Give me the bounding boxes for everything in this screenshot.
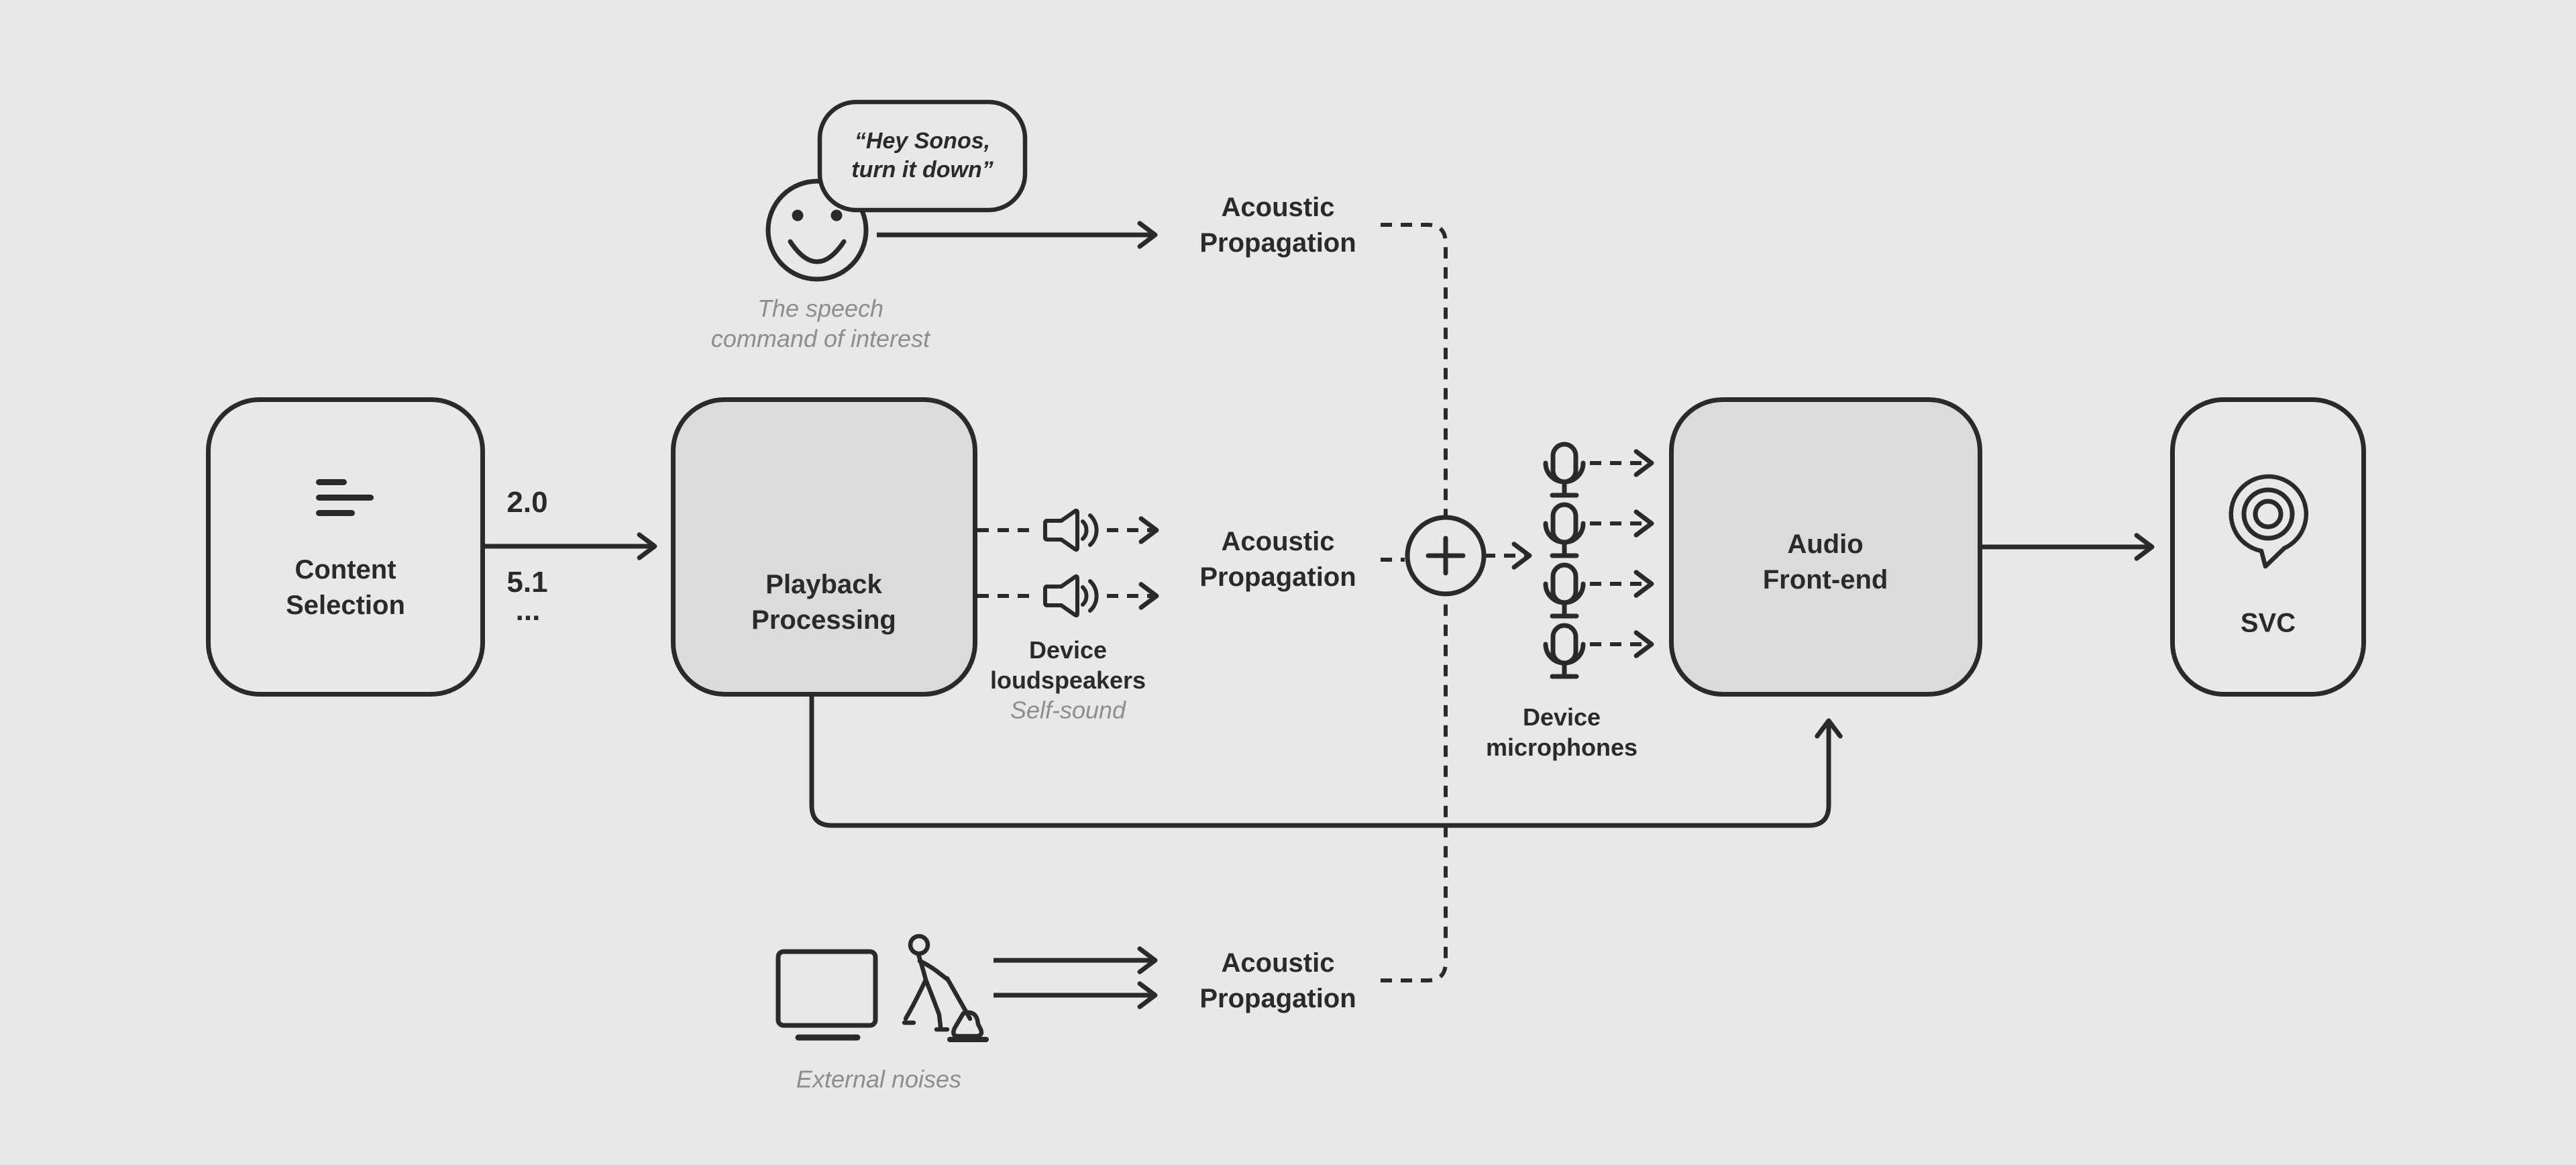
playback-processing-box xyxy=(671,397,977,697)
microphone-icon xyxy=(1543,562,1586,619)
channel-label-more: ... xyxy=(515,594,541,627)
device-loudspeakers-label: Device loudspeakers xyxy=(989,636,1146,694)
playback-processing-label: Playback Processing xyxy=(751,570,896,635)
playback-reference-feedback-line xyxy=(809,697,1843,828)
svc-logo-icon xyxy=(2229,474,2308,569)
channel-label-stereo: 2.0 xyxy=(506,486,548,519)
acoustic-propagation-top-label: Acoustic Propagation xyxy=(1199,193,1356,258)
vacuum-person-icon xyxy=(902,933,989,1042)
loudspeaker-icon xyxy=(1043,574,1099,618)
speaker-to-propagation-arrows xyxy=(1107,516,1159,610)
svc-label: SVC xyxy=(2240,608,2296,638)
microphone-icon xyxy=(1543,502,1586,558)
sum-node xyxy=(1405,515,1487,597)
microphone-icon xyxy=(1543,442,1586,498)
speech-caption: The speech command of interest xyxy=(710,295,930,352)
acoustic-propagation-bottom-label: Acoustic Propagation xyxy=(1199,948,1356,1013)
speech-bubble xyxy=(817,99,1028,213)
playback-to-speaker-dashes xyxy=(977,528,1037,598)
bottom-propagation-to-sum-dash xyxy=(1381,595,1448,982)
playlist-icon xyxy=(316,479,374,516)
device-microphones-label: Device microphones xyxy=(1485,703,1638,761)
channel-label-surround: 5.1 xyxy=(506,566,548,599)
content-selection-label: Content Selection xyxy=(286,555,405,620)
plus-icon xyxy=(1426,536,1466,576)
loudspeaker-icon xyxy=(1043,508,1099,552)
microphone-to-afe-arrows xyxy=(1590,449,1654,658)
microphone-icon xyxy=(1543,623,1586,679)
speech-bubble-text: “Hey Sonos, turn it down” xyxy=(851,127,994,185)
speech-bubble-line1: “Hey Sonos, xyxy=(854,128,991,154)
tv-icon xyxy=(775,949,878,1041)
content-selection-box xyxy=(206,397,485,697)
self-sound-label: Self-sound xyxy=(1010,696,1126,724)
speech-bubble-line2: turn it down” xyxy=(851,157,994,183)
smiley-face-icon xyxy=(765,179,869,282)
audio-front-end-label: Audio Front-end xyxy=(1762,529,1888,595)
noise-to-propagation-arrows xyxy=(994,946,1158,1009)
external-noises-label: External noises xyxy=(796,1065,962,1093)
acoustic-propagation-mid-label: Acoustic Propagation xyxy=(1199,527,1356,592)
top-propagation-to-sum-dash xyxy=(1381,223,1448,516)
svc-box xyxy=(2170,397,2366,697)
audio-front-end-box xyxy=(1669,397,1982,697)
